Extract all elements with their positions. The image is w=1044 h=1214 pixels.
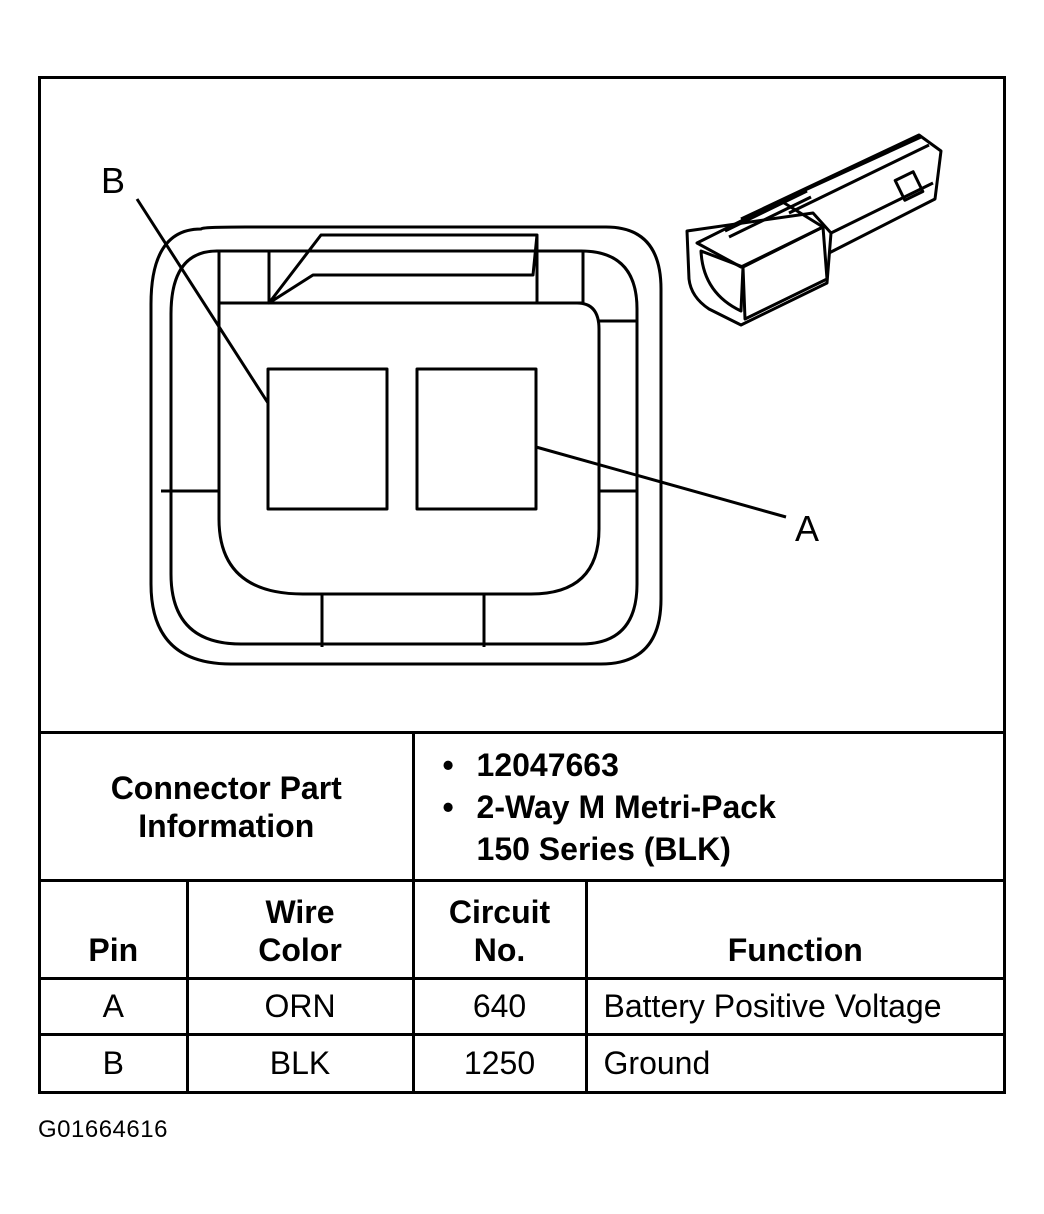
connector-inner-rim <box>169 249 639 646</box>
connector-pin-table: Connector Part Information •12047663 •2-… <box>41 731 1004 1091</box>
table-header-row: Pin Wire Color Circuit No. Function <box>41 879 1004 980</box>
connector-latch <box>267 233 539 305</box>
header-circuit-no: Circuit No. <box>411 879 588 980</box>
callout-b: B <box>101 160 125 201</box>
connector-face-diagram: B A <box>101 133 943 666</box>
function-cell: Ground <box>584 1033 1004 1091</box>
header-wire-color: Wire Color <box>185 879 415 980</box>
circuit-cell: 1250 <box>411 1033 588 1091</box>
pin-a-cavity <box>415 367 538 511</box>
connector-figure-frame: B A Connector Part Information <box>38 76 1006 1094</box>
table-row: B BLK 1250 Ground <box>41 1033 1004 1091</box>
leader-line-a <box>535 445 787 519</box>
connector-description: •2-Way M Metri-Pack <box>442 788 776 825</box>
wire-color-cell: BLK <box>185 1033 415 1091</box>
pin-cell: B <box>41 1033 189 1091</box>
table-row: A ORN 640 Battery Positive Voltage <box>41 977 1004 1036</box>
callout-a: A <box>795 508 819 549</box>
wire-color-cell: ORN <box>185 977 415 1036</box>
connector-description-cont: 150 Series (BLK) <box>476 830 731 867</box>
part-number: •12047663 <box>442 746 619 783</box>
connector-part-info-label: Connector Part Information <box>41 731 415 882</box>
leader-line-b <box>135 198 270 404</box>
header-pin: Pin <box>41 879 189 980</box>
circuit-cell: 640 <box>411 977 588 1036</box>
connector-part-details: •12047663 •2-Way M Metri-Pack 150 Series… <box>411 731 1004 882</box>
connector-3d-illustration <box>685 133 943 327</box>
function-cell: Battery Positive Voltage <box>584 977 1004 1036</box>
pin-cell: A <box>41 977 189 1036</box>
pin-b-cavity <box>266 367 389 511</box>
figure-id: G01664616 <box>38 1116 168 1143</box>
connector-outer-housing <box>149 225 663 666</box>
connector-part-info-row: Connector Part Information •12047663 •2-… <box>41 731 1004 882</box>
connector-terminal-body <box>217 301 601 596</box>
header-function: Function <box>584 879 1004 980</box>
